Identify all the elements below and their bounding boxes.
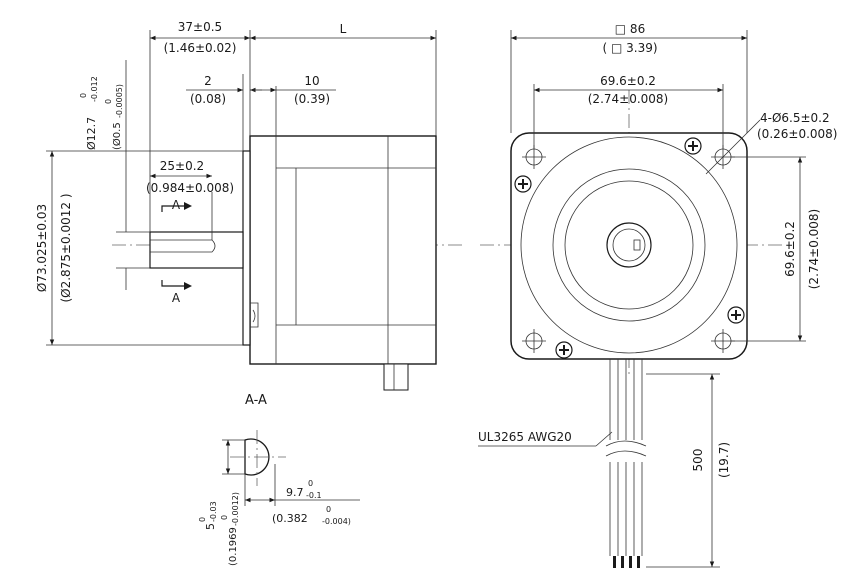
dim-flat-depth-nominal: 5 bbox=[204, 523, 217, 530]
dim-shoulder-length: 37±0.5 bbox=[178, 20, 222, 34]
flat-depth-label-group: 5 0 -0.03 bbox=[198, 501, 218, 530]
screw-heads bbox=[514, 137, 745, 359]
front-view: □ 86 ( □ 3.39) 69.6±0.2 (2.74±0.008) 4-Ø… bbox=[478, 22, 838, 568]
dim-lead-length: 500 bbox=[691, 449, 705, 472]
wire-tip-3 bbox=[629, 556, 632, 568]
dim-shaft-dia-upper: 0 bbox=[79, 93, 88, 98]
dim-hole-spacing-v-in: (2.74±0.008) bbox=[807, 209, 821, 290]
shaft-flat bbox=[150, 239, 216, 253]
front-flange-square bbox=[510, 132, 748, 360]
dim-shaft-dia-nominal: Ø12.7 bbox=[85, 117, 98, 150]
wire-spec: UL3265 AWG20 bbox=[478, 430, 572, 444]
lead-exit-boss bbox=[383, 363, 409, 391]
dim-shoulder-length-in: (1.46±0.02) bbox=[164, 41, 237, 55]
flange-slot bbox=[250, 302, 259, 328]
front-shaft-circle bbox=[606, 222, 652, 268]
leader-wire-spec-ext bbox=[595, 431, 613, 447]
dim-holes-in: (0.26±0.008) bbox=[757, 127, 838, 141]
dim-flat-width-lower: -0.1 bbox=[306, 491, 322, 500]
screw-cross-l bbox=[518, 179, 528, 189]
motor-body-outline bbox=[249, 135, 437, 365]
dim-holes: 4-Ø6.5±0.2 bbox=[760, 111, 830, 125]
section-arrowhead-bottom bbox=[184, 282, 192, 290]
section-mark-bottom: A bbox=[172, 291, 181, 305]
dim-flange-thickness-in: (0.08) bbox=[190, 92, 226, 106]
dim-pilot-dia: Ø73.025±0.03 bbox=[35, 204, 49, 292]
front-outer-circle bbox=[520, 136, 738, 354]
section-title: A-A bbox=[245, 393, 267, 408]
screw-cross-tr bbox=[688, 141, 698, 151]
shaft-dia-label-group: Ø12.7 0 -0.012 bbox=[79, 76, 99, 150]
flat-depth-in-label-group: (0.1969 0 -0.0012) bbox=[220, 492, 240, 566]
front-pilot-circle bbox=[552, 168, 706, 322]
section-arrowhead-top bbox=[184, 202, 192, 210]
dim-boss-depth: 10 bbox=[304, 74, 319, 88]
front-flange-pilot bbox=[242, 150, 251, 346]
leader-holes bbox=[705, 137, 743, 175]
side-view: 37±0.5 (1.46±0.02) L 2 (0.08) 10 (0.39) … bbox=[35, 20, 462, 391]
dim-flat-depth-in-upper: 0 bbox=[220, 515, 229, 520]
dim-pilot-dia-in: (Ø2.875±0.0012 ) bbox=[59, 193, 73, 302]
wire-tip-4 bbox=[637, 556, 640, 568]
screw-icon-bl bbox=[555, 341, 573, 359]
dim-boss-depth-in: (0.39) bbox=[294, 92, 330, 106]
dim-square-in: ( □ 3.39) bbox=[602, 41, 657, 55]
dim-shaft-dia-in-nominal: (Ø0.5 bbox=[111, 122, 123, 150]
section-arrow-bottom bbox=[161, 280, 184, 287]
screw-icon-l bbox=[514, 175, 532, 193]
dim-flat-depth-in-nominal: (0.1969 bbox=[228, 527, 239, 566]
leader-holes-ext bbox=[741, 119, 761, 139]
dim-flat-width-upper: 0 bbox=[308, 479, 313, 488]
dim-flat-depth-lower: -0.03 bbox=[209, 501, 218, 522]
wire-tip-1 bbox=[613, 556, 616, 568]
front-shaft-key bbox=[633, 239, 641, 251]
screw-cross-r bbox=[731, 310, 741, 320]
wire-break-mark bbox=[605, 440, 647, 457]
dim-flat-length-in: (0.984±0.008) bbox=[146, 181, 234, 195]
screw-icon-tr bbox=[684, 137, 702, 155]
lead-wires bbox=[605, 359, 647, 568]
screw-icon-r bbox=[727, 306, 745, 324]
wire-tip-2 bbox=[621, 556, 624, 568]
dim-flat-depth-upper: 0 bbox=[198, 517, 207, 522]
dim-shaft-dia-in-upper: 0 bbox=[104, 99, 113, 104]
dim-square: □ 86 bbox=[615, 22, 645, 36]
dim-shaft-dia-lower: -0.012 bbox=[90, 76, 99, 102]
dim-hole-spacing-h-in: (2.74±0.008) bbox=[588, 92, 669, 106]
section-view: A-A 5 0 -0.03 (0.1969 0 -0.0012) 9.7 0 -… bbox=[198, 393, 360, 566]
dim-flat-length: 25±0.2 bbox=[160, 159, 204, 173]
dim-flat-depth-in-lower: -0.0012) bbox=[231, 492, 240, 526]
motor-shaft bbox=[149, 231, 244, 269]
dim-flange-thickness: 2 bbox=[204, 74, 212, 88]
screw-cross-bl bbox=[559, 345, 569, 355]
dim-hole-spacing-v: 69.6±0.2 bbox=[783, 221, 797, 277]
dim-flat-width-nominal: 9.7 bbox=[286, 486, 304, 499]
dim-lead-length-in: (19.7) bbox=[717, 442, 731, 478]
dim-shaft-dia-in-lower: -0.0005) bbox=[115, 84, 124, 118]
dim-flat-width-in-lower: -0.004) bbox=[322, 517, 351, 526]
front-inner-circle bbox=[564, 180, 694, 310]
front-shaft-inner bbox=[612, 228, 646, 262]
section-arrow-top bbox=[161, 205, 184, 212]
dim-flat-width-in-upper: 0 bbox=[326, 505, 331, 514]
section-mark-top: A bbox=[172, 198, 181, 212]
flange-slot-detail bbox=[252, 309, 256, 323]
dim-hole-spacing-h: 69.6±0.2 bbox=[600, 74, 656, 88]
dim-flat-width-in-nominal: (0.382 bbox=[272, 512, 308, 525]
shaft-dia-in-label-group: (Ø0.5 0 -0.0005) bbox=[104, 84, 124, 150]
dim-body-length: L bbox=[340, 22, 347, 36]
